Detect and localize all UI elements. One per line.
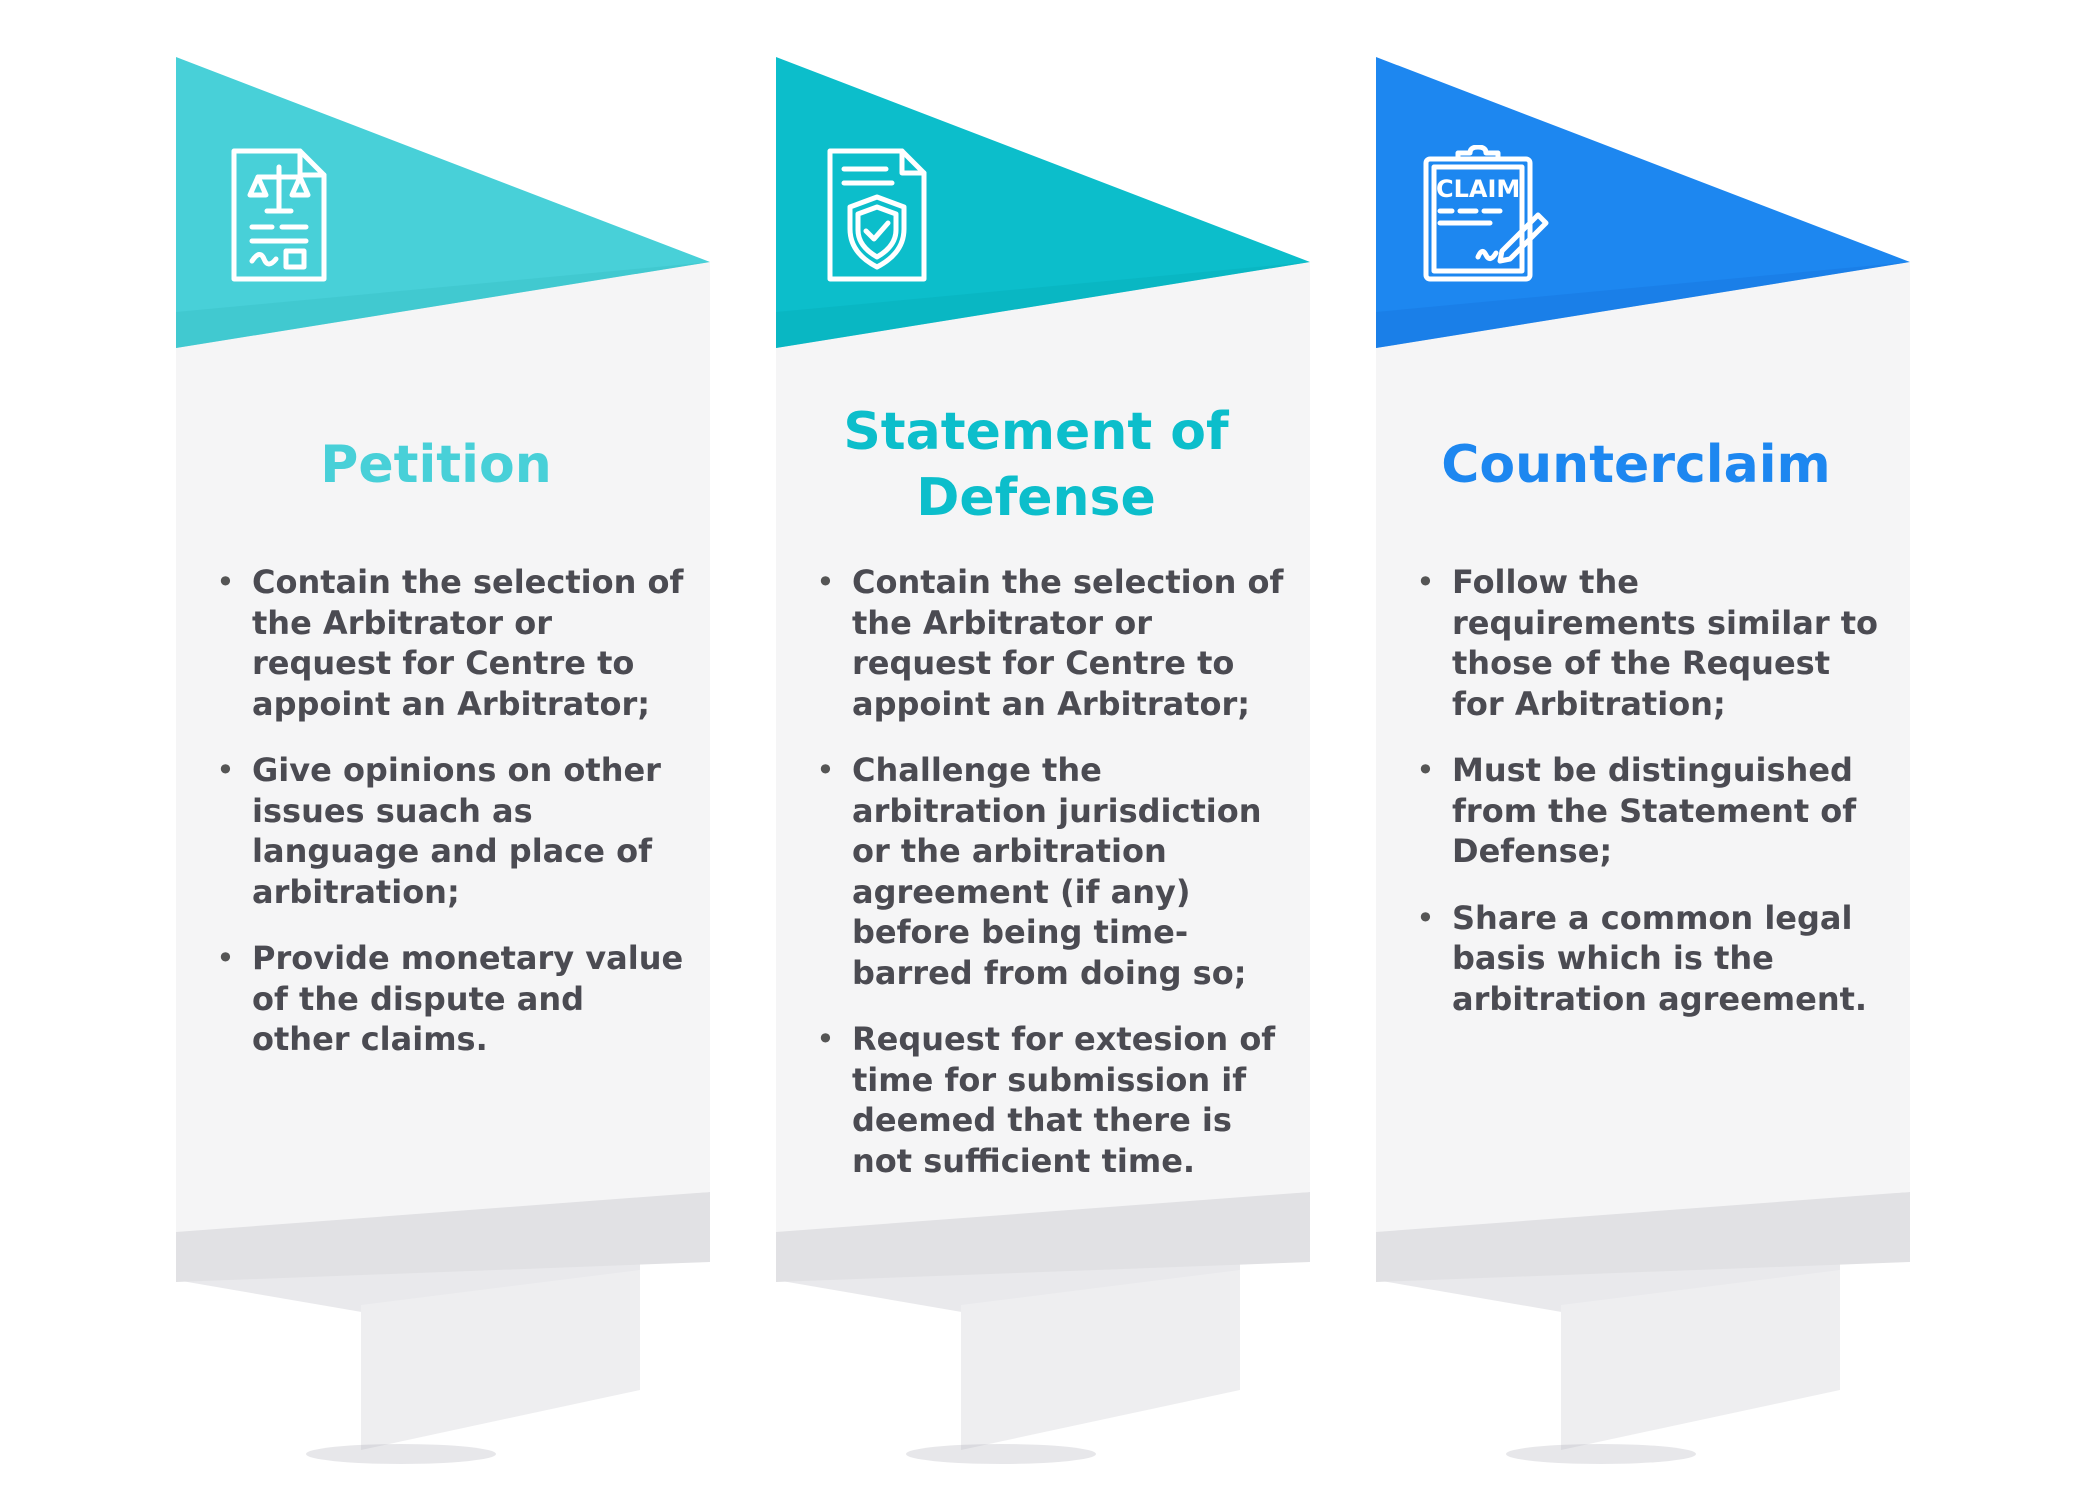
list-item: •Give opinions on other issues suach as … — [216, 751, 661, 911]
panel-counterclaim: CLAIM Counterclaim •Follow the requireme… — [1376, 0, 1916, 1502]
legal-document-scales-icon — [231, 148, 327, 282]
bullet-list: •Contain the selection of the Arbitrator… — [212, 562, 692, 1086]
banner-shadow — [306, 1444, 496, 1464]
banner-shadow — [906, 1444, 1096, 1464]
panel-petition: Petition •Contain the selection of the A… — [176, 0, 716, 1502]
panel-title: Statement of Defense — [843, 402, 1229, 528]
claim-clipboard-icon: CLAIM — [1423, 145, 1549, 282]
bullet-list: •Contain the selection of the Arbitrator… — [812, 562, 1292, 1207]
banner-shape — [1376, 57, 1910, 1450]
bullet-list: •Follow the requirements similar to thos… — [1412, 562, 1892, 1045]
list-item: •Contain the selection of the Arbitrator… — [816, 563, 1284, 723]
shield-document-icon — [827, 148, 927, 282]
list-item: •Follow the requirements similar to thos… — [1416, 563, 1879, 723]
banner-shadow — [1506, 1444, 1696, 1464]
list-item: •Share a common legal basis which is the… — [1416, 898, 1868, 1018]
list-item: •Challenge the arbitration jurisdiction … — [816, 751, 1262, 992]
panel-title: Petition — [320, 435, 552, 495]
banner-shape — [176, 57, 710, 1450]
banner-shape — [776, 57, 1310, 1450]
list-item: •Must be distinguished from the Statemen… — [1416, 751, 1857, 870]
list-item: •Provide monetary value of the dispute a… — [216, 939, 684, 1058]
claim-icon-text: CLAIM — [1436, 175, 1520, 203]
panel-title: Counterclaim — [1441, 435, 1831, 495]
list-item: •Request for extesion of time for submis… — [816, 1020, 1276, 1180]
list-item: •Contain the selection of the Arbitrator… — [216, 563, 684, 723]
panel-statement-of-defense: Statement of Defense •Contain the select… — [776, 0, 1316, 1502]
